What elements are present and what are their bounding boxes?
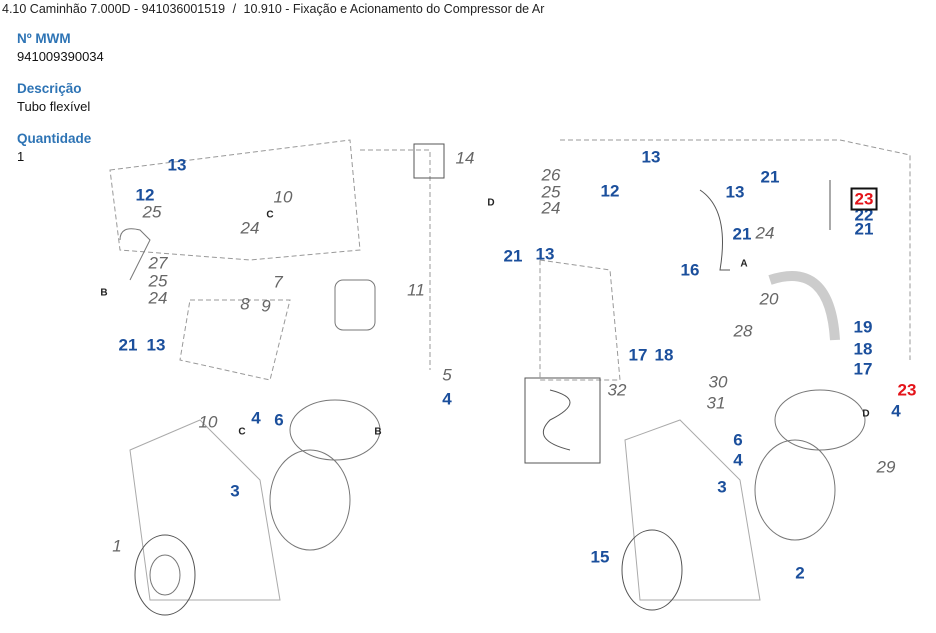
mwm-number-label: Nº MWM — [17, 31, 71, 46]
callout[interactable]: 10 — [198, 412, 218, 432]
description-label: Descrição — [17, 81, 82, 96]
left-engine-block — [109, 139, 431, 381]
mwm-number-field: Nº MWM 941009390034 — [17, 31, 104, 64]
quantity-field: Quantidade 1 — [17, 131, 91, 164]
callout[interactable]: 4 — [251, 408, 261, 428]
callout[interactable]: 30 — [708, 372, 728, 392]
callout[interactable]: 4 — [442, 389, 452, 409]
connector-letter: B — [374, 426, 382, 438]
connector-letter: C — [266, 209, 274, 221]
callout[interactable]: 6 — [733, 430, 743, 450]
right-compressor — [524, 180, 866, 611]
callout[interactable]: 15 — [590, 547, 610, 567]
callout[interactable]: 12 — [600, 181, 620, 201]
callout[interactable]: 18 — [654, 345, 674, 365]
callout[interactable]: 3 — [717, 477, 727, 497]
callout[interactable]: 21 — [760, 167, 780, 187]
callout[interactable]: 9 — [261, 296, 271, 316]
callout[interactable]: 24 — [148, 288, 168, 308]
callout[interactable]: 8 — [240, 294, 250, 314]
callout[interactable]: 4 — [733, 450, 743, 470]
callout[interactable]: 16 — [680, 260, 700, 280]
callout[interactable]: 21 — [732, 224, 752, 244]
callout[interactable]: 17 — [628, 345, 648, 365]
right-engine-block — [539, 139, 911, 381]
callout[interactable]: 17 — [853, 359, 873, 379]
callout[interactable]: 18 — [853, 339, 873, 359]
breadcrumb-model[interactable]: 4.10 Caminhão 7.000D - 941036001519 — [2, 2, 226, 16]
callout[interactable]: 13 — [146, 335, 166, 355]
breadcrumb-separator: / — [232, 2, 237, 16]
callout[interactable]: 5 — [442, 365, 452, 385]
callout[interactable]: 25 — [541, 182, 561, 202]
connector-letter: D — [487, 197, 495, 209]
callout[interactable]: 19 — [853, 317, 873, 337]
callout[interactable]: 21 — [118, 335, 138, 355]
callout[interactable]: 11 — [407, 280, 425, 300]
callout[interactable]: 25 — [148, 271, 168, 291]
callout[interactable]: 24 — [755, 223, 775, 243]
callout[interactable]: 25 — [142, 202, 162, 222]
callout[interactable]: 21 — [503, 246, 523, 266]
quantity-label: Quantidade — [17, 131, 92, 146]
callout[interactable]: 6 — [274, 410, 284, 430]
callout[interactable]: 21 — [854, 219, 874, 239]
connector-letter: B — [100, 287, 108, 299]
description-value: Tubo flexível — [17, 99, 91, 114]
callout[interactable]: 2 — [795, 563, 805, 583]
callout[interactable]: 13 — [535, 244, 555, 264]
connector-letter: C — [238, 426, 246, 438]
callout-highlighted[interactable]: 23 — [897, 380, 917, 400]
callout[interactable]: 13 — [641, 147, 661, 167]
left-compressor — [119, 228, 381, 616]
callout[interactable]: 28 — [733, 321, 753, 341]
mwm-number-value: 941009390034 — [17, 49, 104, 64]
callout[interactable]: 31 — [706, 393, 726, 413]
callout[interactable]: 12 — [135, 185, 155, 205]
quantity-value: 1 — [17, 149, 25, 164]
callout[interactable]: 32 — [607, 380, 627, 400]
description-field: Descrição Tubo flexível — [17, 81, 90, 114]
callout[interactable]: 1 — [112, 536, 122, 556]
callout-selected[interactable]: 23 — [850, 187, 878, 211]
callout[interactable]: 13 — [725, 182, 745, 202]
callout[interactable]: 26 — [541, 165, 561, 185]
callout[interactable]: 20 — [759, 289, 779, 309]
callout[interactable]: 10 — [273, 187, 293, 207]
breadcrumb-section[interactable]: 10.910 - Fixação e Acionamento do Compre… — [243, 2, 545, 16]
callout[interactable]: 24 — [541, 198, 561, 218]
connector-letter: D — [862, 408, 870, 420]
callout[interactable]: 29 — [876, 457, 896, 477]
callout[interactable]: 22 — [854, 205, 874, 225]
callout[interactable]: 13 — [167, 155, 187, 175]
callout[interactable]: 14 — [455, 148, 475, 168]
callout[interactable]: 27 — [148, 253, 168, 273]
callout[interactable]: 7 — [273, 272, 283, 292]
connector-letter: A — [740, 258, 748, 270]
breadcrumb: 4.10 Caminhão 7.000D - 941036001519 / 10… — [2, 2, 544, 16]
callout[interactable]: 4 — [891, 401, 901, 421]
callout[interactable]: 24 — [240, 218, 260, 238]
callout[interactable]: 3 — [230, 481, 240, 501]
